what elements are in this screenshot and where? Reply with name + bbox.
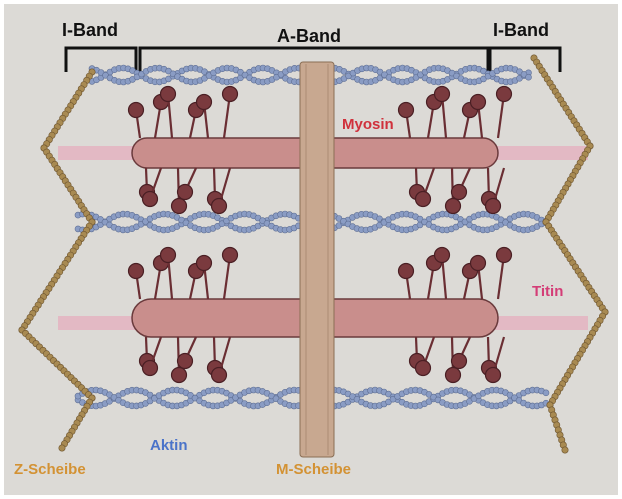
myosin-head bbox=[143, 361, 158, 376]
myosin-head bbox=[399, 103, 414, 118]
myosin-head bbox=[497, 87, 512, 102]
myosin-head bbox=[129, 103, 144, 118]
myosin-head bbox=[172, 199, 187, 214]
myosin-head bbox=[471, 95, 486, 110]
myosin-head bbox=[197, 256, 212, 271]
myosin-head bbox=[486, 368, 501, 383]
myosin-label: Myosin bbox=[342, 116, 394, 133]
m-disc bbox=[300, 62, 334, 457]
myosin-head bbox=[471, 256, 486, 271]
i-band-right-label: I-Band bbox=[493, 20, 549, 41]
a-band-label: A-Band bbox=[277, 26, 341, 47]
myosin-head bbox=[212, 199, 227, 214]
z-scheibe-label: Z-Scheibe bbox=[14, 461, 86, 478]
myosin-head bbox=[178, 354, 193, 369]
myosin-head bbox=[416, 192, 431, 207]
myosin-head bbox=[416, 361, 431, 376]
myosin-head bbox=[197, 95, 212, 110]
myosin-head bbox=[223, 248, 238, 263]
myosin-head bbox=[178, 185, 193, 200]
myosin-head bbox=[161, 248, 176, 263]
m-scheibe-label: M-Scheibe bbox=[276, 461, 351, 478]
myosin-head bbox=[172, 368, 187, 383]
myosin-head bbox=[446, 199, 461, 214]
i-band-left-label: I-Band bbox=[62, 20, 118, 41]
myosin-head bbox=[223, 87, 238, 102]
myosin-head bbox=[452, 354, 467, 369]
myosin-head bbox=[486, 199, 501, 214]
myosin-head bbox=[497, 248, 512, 263]
myosin-head bbox=[143, 192, 158, 207]
myosin-head bbox=[435, 248, 450, 263]
myosin-head bbox=[212, 368, 227, 383]
titin-label: Titin bbox=[532, 283, 563, 300]
myosin-head bbox=[435, 87, 450, 102]
aktin-label: Aktin bbox=[150, 437, 188, 454]
myosin-head bbox=[161, 87, 176, 102]
myosin-head bbox=[452, 185, 467, 200]
myosin-head bbox=[446, 368, 461, 383]
myosin-head bbox=[129, 264, 144, 279]
myosin-head bbox=[399, 264, 414, 279]
